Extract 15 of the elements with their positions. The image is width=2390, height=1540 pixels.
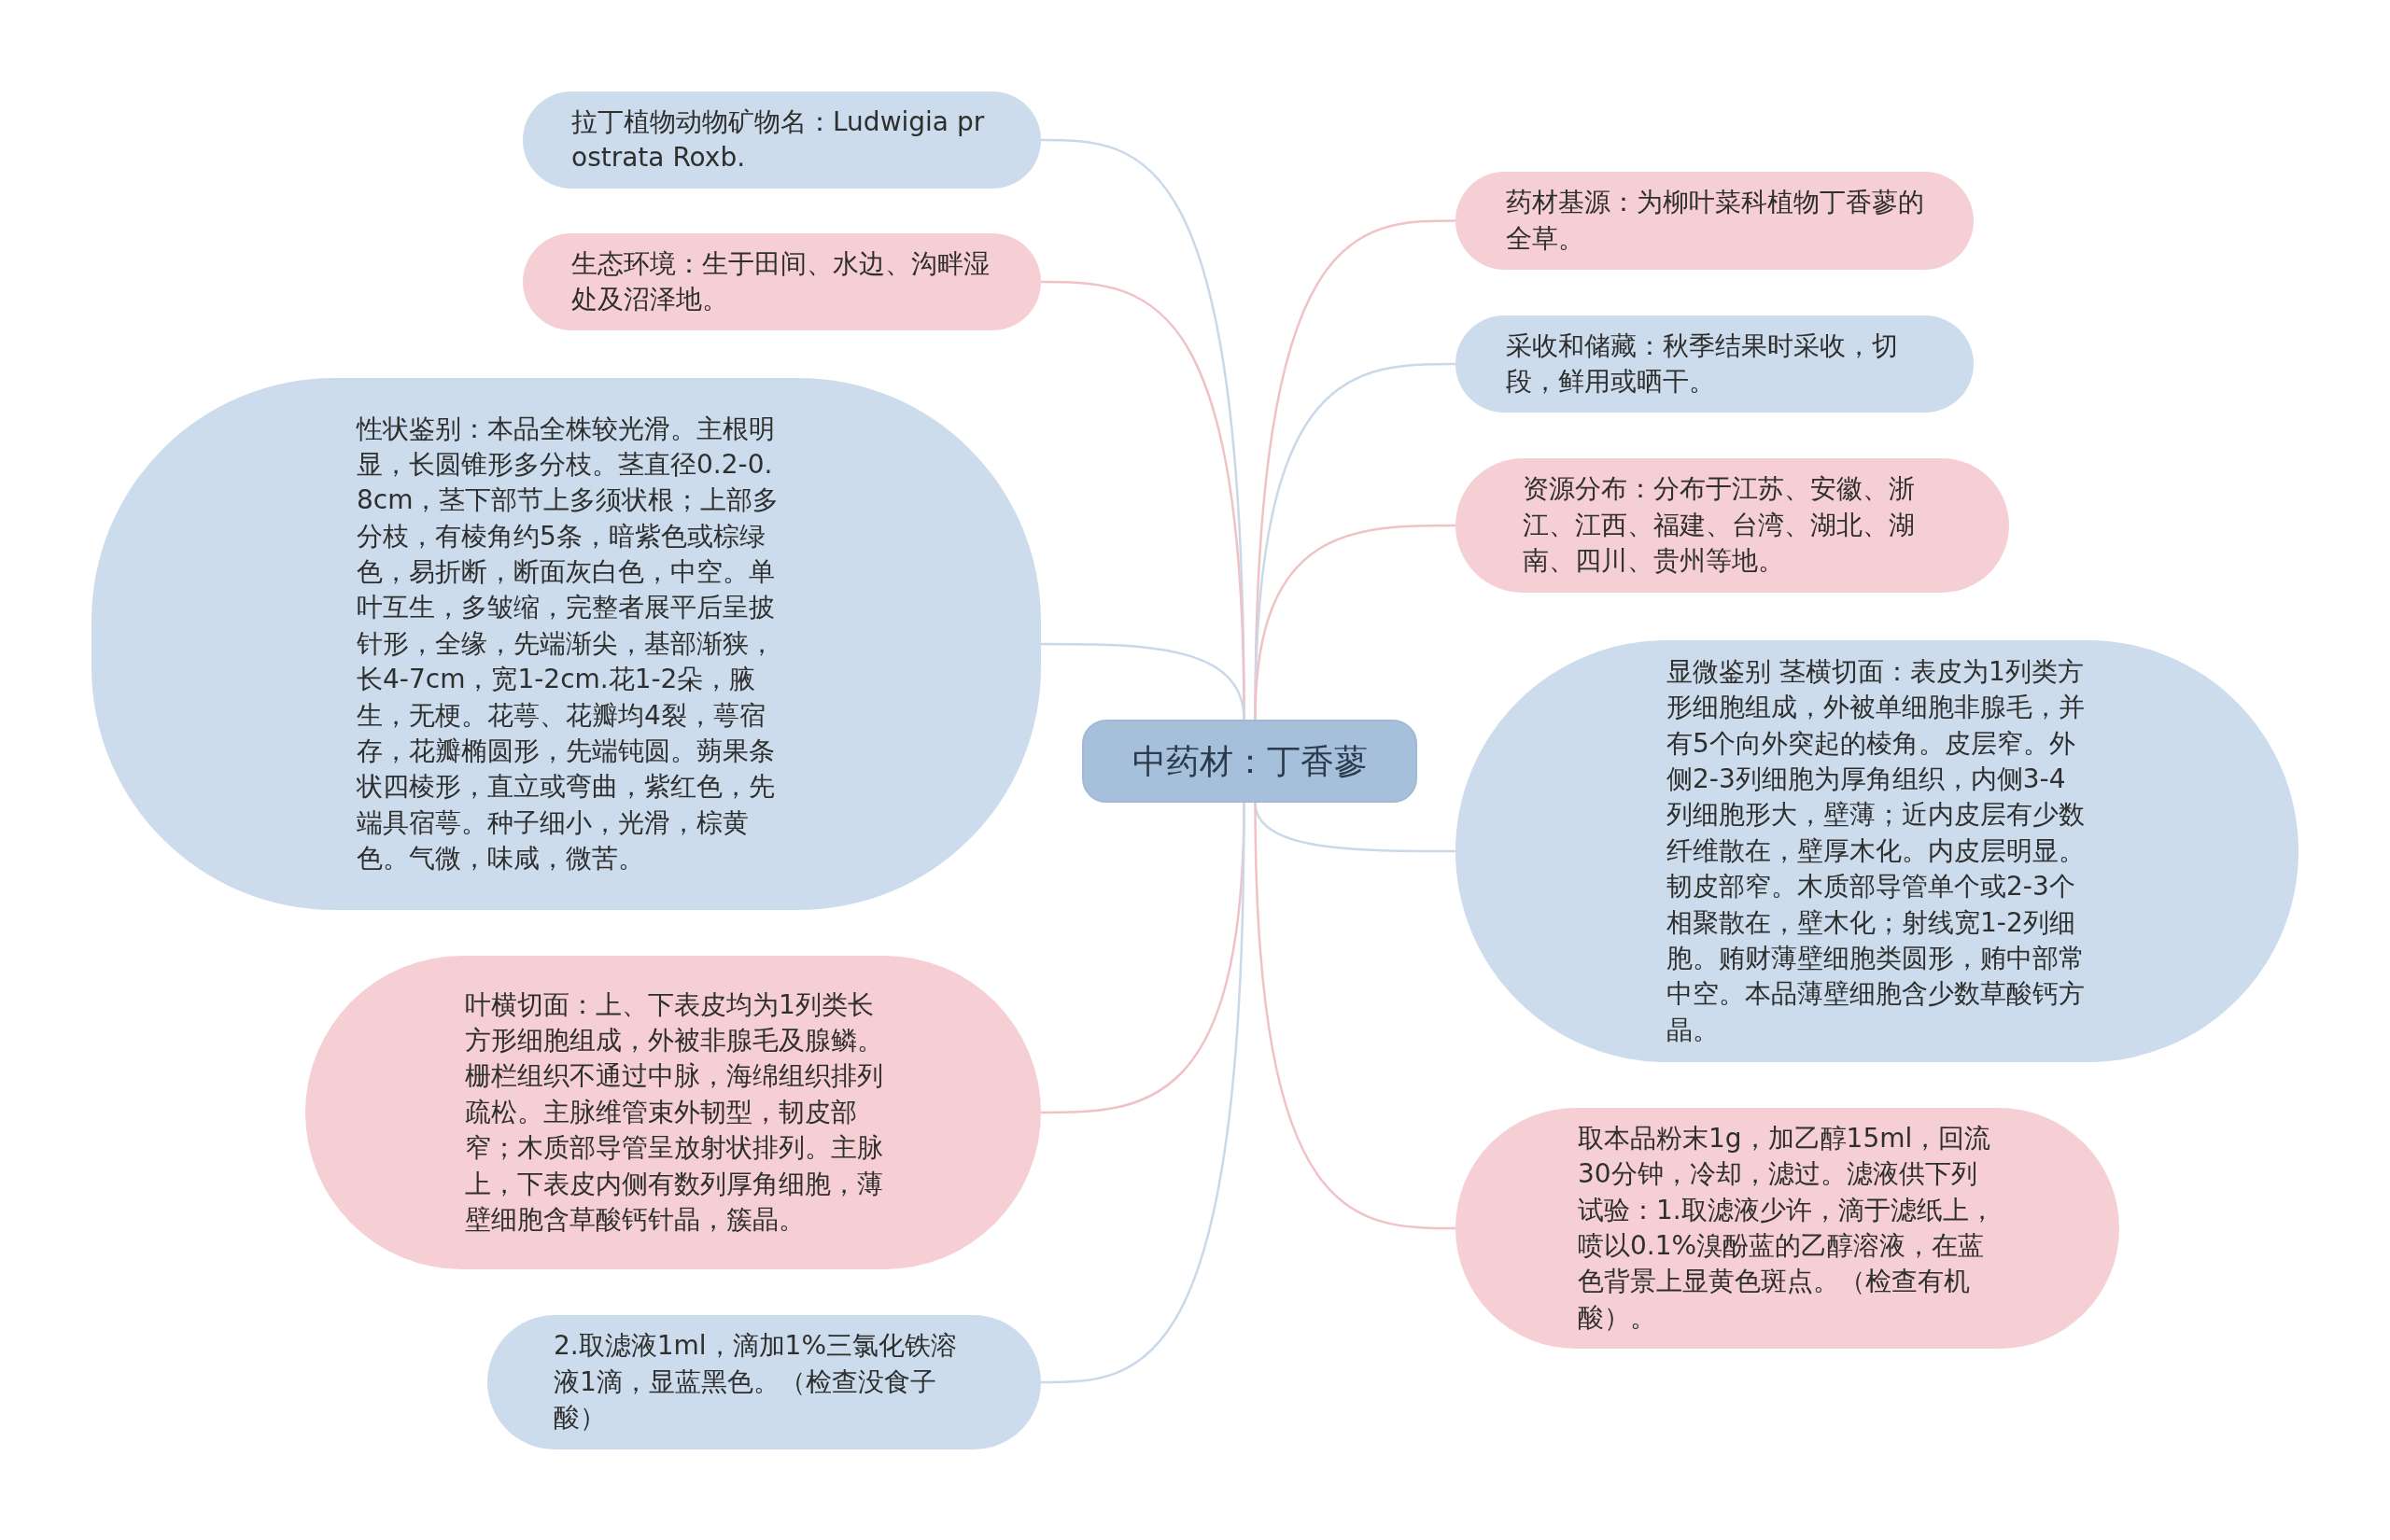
topic-pill: 叶横切面：上、下表皮均为1列类长方形细胞组成，外被非腺毛及腺鳞。栅栏组织不通过中脉，海绵组织排列疏松。主脉维管束外韧型，韧皮部窄；木质部导管呈放射状排列。主脉上，下表皮内侧有数列厚角细胞，薄壁细胞含草酸钙针晶，簇晶。	[305, 956, 1041, 1269]
connector-line	[1254, 802, 1455, 1230]
connector-line	[1254, 524, 1455, 721]
topic-pill: 生态环境：生于田间、水边、沟畔湿处及沼泽地。	[523, 233, 1041, 330]
topic-pill: 资源分布：分布于江苏、安徽、浙江、江西、福建、台湾、湖北、湖南、四川、贵州等地。	[1455, 458, 2009, 593]
topic-pill: 2.取滤液1ml，滴加1%三氯化铁溶液1滴，显蓝黑色。（检查没食子酸）	[487, 1315, 1041, 1449]
topic-pill: 拉丁植物动物矿物名：Ludwigia prostrata Roxb.	[523, 91, 1041, 189]
topic-pill: 取本品粉末1g，加乙醇15ml，回流30分钟，冷却，滤过。滤液供下列试验：1.取滤液少许，滴于滤纸上，喷以0.1%溴酚蓝的乙醇溶液，在蓝色背景上显黄色斑点。（检查有机酸）。	[1455, 1108, 2119, 1349]
topic-pill: 性状鉴别：本品全株较光滑。主根明显，长圆锥形多分枝。茎直径0.2-0.8cm，茎下部节上多须状根；上部多分枝，有棱角约5条，暗紫色或棕绿色，易折断，断面灰白色，中空。单叶互生，多皱缩，完整者展平后呈披针形，全缘，先端渐尖，基部渐狭，长4-7cm，宽1-2cm.花1-2朵，腋生，无梗。花萼、花瓣均4裂，萼宿存，花瓣椭圆形，先端钝圆。蒴果条状四棱形，直立或弯曲，紫红色，先端具宿萼。种子细小，光滑，棕黄色。气微，味咸，微苦。	[91, 378, 1041, 910]
topic-pill: 采收和储藏：秋季结果时采收，切段，鲜用或晒干。	[1455, 315, 1974, 413]
topic-pill: 药材基源：为柳叶菜科植物丁香蓼的全草。	[1455, 172, 1974, 270]
connector-line	[1041, 803, 1245, 1384]
connector-line	[1041, 642, 1245, 721]
central-topic: 中药材：丁香蓼	[1082, 720, 1417, 803]
topic-pill: 显微鉴别 茎横切面：表皮为1列类方形细胞组成，外被单细胞非腺毛，并有5个向外突起的棱角。皮层窄。外侧2-3列细胞为厚角组织，内侧3-4列细胞形大，壁薄；近内皮层有少数纤维散在，壁厚木化。内皮层明显。韧皮部窄。木质部导管单个或2-3个相聚散在，壁木化；射线宽1-2列细胞。贿财薄壁细胞类圆形，贿中部常中空。本品薄壁细胞含少数草酸钙方晶。	[1455, 640, 2299, 1062]
